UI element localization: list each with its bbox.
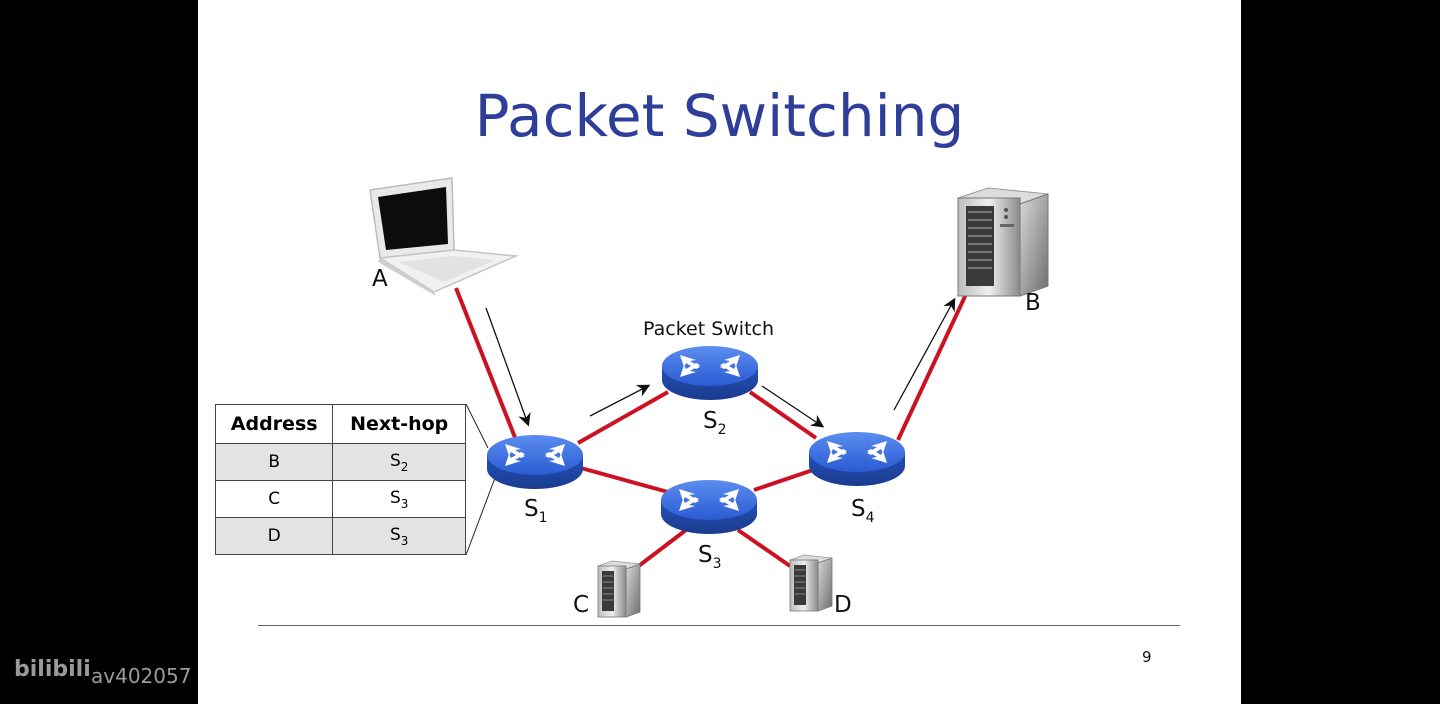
switch-label-s4: S4	[851, 496, 875, 526]
laptop-icon	[369, 177, 519, 296]
arrow-a-to-s1	[485, 307, 531, 427]
address-cell: C	[214, 480, 334, 518]
router-icon-s3	[661, 480, 757, 534]
host-a-label: A	[372, 266, 388, 292]
network-diagram	[369, 177, 1049, 618]
arrow-s4-to-b	[893, 297, 956, 411]
table-row: D S3	[214, 517, 466, 555]
next-hop-cell: S3	[332, 480, 466, 518]
slide-title: Packet Switching	[474, 82, 965, 150]
host-b-label: B	[1025, 290, 1041, 316]
server-icon-d	[789, 554, 833, 612]
link-s1-s3	[580, 466, 669, 494]
table-row: B S2	[214, 443, 466, 481]
page-number: 9	[1142, 648, 1152, 666]
slide: Packet Switching	[198, 0, 1241, 704]
switch-label-s2: S2	[703, 408, 727, 438]
packet-switch-label: Packet Switch	[643, 318, 775, 340]
router-icon-s4	[809, 432, 905, 486]
next-hop-cell: S3	[332, 517, 466, 555]
column-header-address: Address	[214, 404, 334, 444]
server-icon-b	[957, 187, 1049, 297]
link-s1-s2	[577, 390, 669, 445]
packet-path-arrows	[485, 297, 956, 428]
column-header-next-hop: Next-hop	[332, 404, 466, 444]
footer-divider	[258, 625, 1180, 626]
address-cell: B	[214, 443, 334, 481]
watermark-logo: bilibili	[14, 657, 91, 682]
link-s3-s4	[753, 468, 814, 492]
link-s3-c	[634, 528, 688, 570]
switch-label-s1: S1	[524, 496, 548, 526]
watermark-video-id: av402057	[91, 664, 192, 688]
arrow-s2-to-s4	[761, 385, 825, 428]
network-links	[454, 287, 970, 570]
link-s2-s4	[748, 390, 818, 440]
address-cell: D	[214, 517, 334, 555]
router-icon-s2	[662, 346, 758, 400]
host-d-label: D	[834, 592, 852, 618]
link-a-s1	[454, 287, 518, 441]
server-icon-c	[597, 560, 641, 618]
routing-table-header: Address Next-hop	[214, 404, 466, 444]
link-s4-b	[896, 289, 970, 441]
table-callout-lines	[465, 403, 499, 556]
table-row: C S3	[214, 480, 466, 518]
switch-label-s3: S3	[698, 542, 722, 572]
host-c-label: C	[573, 592, 590, 618]
router-icon-s1	[487, 435, 583, 489]
arrow-s1-to-s2	[589, 384, 651, 417]
link-s3-d	[736, 528, 792, 568]
next-hop-cell: S2	[332, 443, 466, 481]
routing-table: Address Next-hop B S2 C S3 D S3	[214, 404, 466, 555]
